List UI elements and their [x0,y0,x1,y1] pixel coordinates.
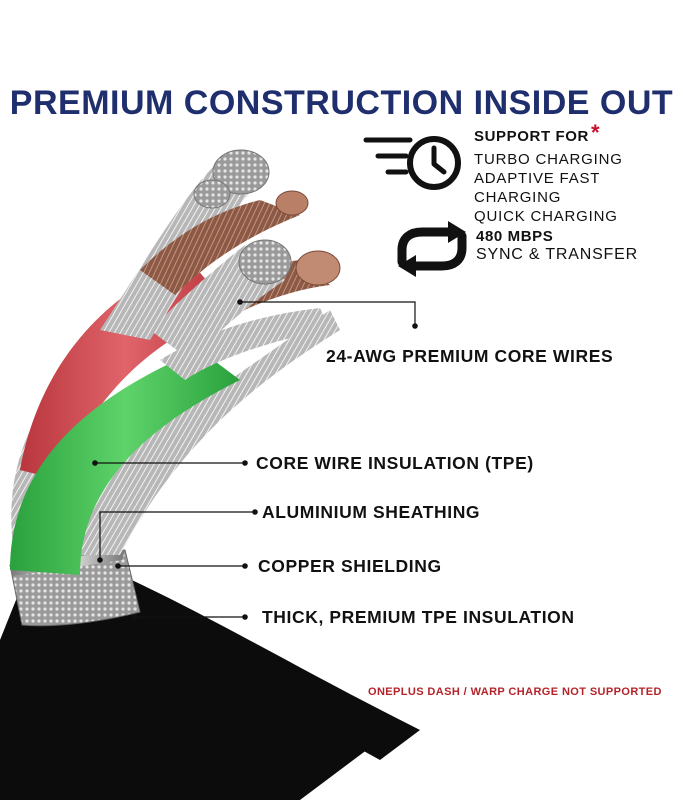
callout-outer-insulation: THICK, PREMIUM TPE INSULATION [262,607,575,627]
leader-core-wires [240,301,416,326]
outer-jacket [0,590,380,800]
callout-core-wires: 24-AWG PREMIUM CORE WIRES [326,346,614,366]
leader-aluminium [99,511,255,560]
sync-arrows-icon [397,227,467,271]
charging-heading: SUPPORT FOR [474,128,589,145]
charging-line: TURBO CHARGING [474,151,623,168]
sync-heading: 480 MBPS [476,228,554,245]
page-title: PREMIUM CONSTRUCTION INSIDE OUT [9,84,674,122]
sync-feature: 480 MBPS SYNC & TRANSFER [476,228,638,264]
fast-charging-clock-icon [363,136,461,190]
charging-line: ADAPTIVE FAST CHARGING [474,170,600,206]
callout-core-insulation: CORE WIRE INSULATION (TPE) [256,453,534,473]
charging-feature: SUPPORT FOR* TURBO CHARGING ADAPTIVE FAS… [474,120,683,226]
asterisk-mark: * [590,120,600,145]
sync-line: SYNC & TRANSFER [476,246,638,263]
green-wire [10,350,240,575]
callout-aluminium: ALUMINIUM SHEATHING [262,502,481,522]
disclaimer-note: ONEPLUS DASH / WARP CHARGE NOT SUPPORTED [368,686,662,698]
charging-line: QUICK CHARGING [474,208,618,225]
callout-copper: COPPER SHIELDING [258,556,442,576]
